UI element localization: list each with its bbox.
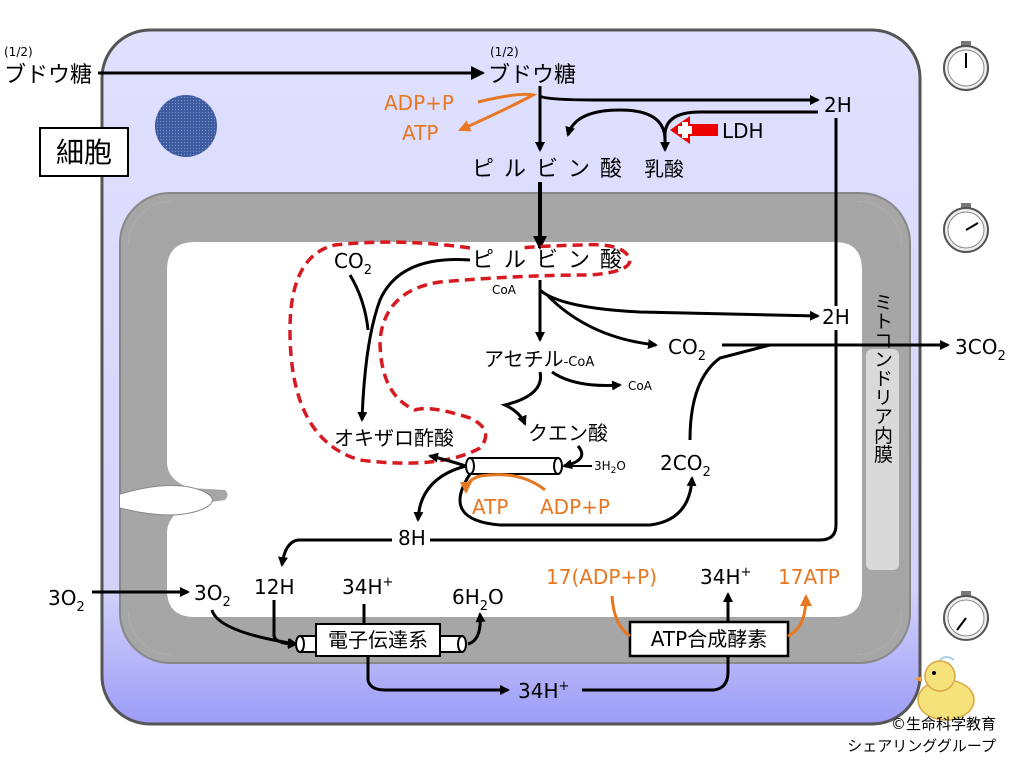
lactic-acid: 乳酸 <box>644 157 684 181</box>
arrow-etc-h2o <box>467 612 486 646</box>
glucose-top: ブドウ糖 <box>488 63 576 88</box>
membrane-label-box <box>866 349 899 570</box>
atp-2: ATP <box>472 495 508 519</box>
line-2h2-down <box>430 330 838 542</box>
ldh-inhibit-icon <box>670 116 718 144</box>
copyright-line-2: シェアリンググループ <box>847 737 996 755</box>
oxaloacetate: オキザロ酢酸 <box>334 426 454 450</box>
stopwatch-icon <box>943 41 989 91</box>
stopwatch-icon <box>943 203 989 253</box>
adp-p-2: ADP+P <box>540 495 610 519</box>
arrow-pyruvate-lactic <box>565 108 667 141</box>
h2o-in: 3H2O <box>594 459 626 476</box>
o2-left: 3O2 <box>48 586 85 615</box>
atp-17: 17ATP <box>778 565 840 589</box>
h2-mid: 2H <box>822 305 850 329</box>
arrow-17atp <box>787 594 812 638</box>
line-34h-synthase <box>582 656 730 692</box>
line-2co2-up <box>688 343 771 441</box>
arrow-glucose-2h <box>539 94 820 105</box>
atp-synthase-label: ATP合成酵素 <box>651 627 767 651</box>
pyruvate-1: ピルビン酸 <box>472 157 632 182</box>
arrow-etc-34h <box>366 656 510 695</box>
glucose-left: ブドウ糖 <box>4 63 92 88</box>
co2-top: CO2 <box>334 249 372 278</box>
arrow-cylinder-oxalo <box>428 452 467 468</box>
h12: 12H <box>254 575 295 599</box>
arrow-cylinder-2co2 <box>458 473 697 527</box>
crista-notch <box>120 485 213 515</box>
krebs-cylinder <box>465 457 563 475</box>
arrow-adp-atp-1 <box>458 92 538 132</box>
pyruvate-2: ピルビン酸 <box>472 248 632 273</box>
arrow-citric-to-cylinder <box>562 445 584 470</box>
h2-top: 2H <box>824 93 852 117</box>
glucose-left-fraction: (1/2) <box>4 45 33 59</box>
arrow-cylinder-8h <box>413 464 467 522</box>
cell-label: 細胞 <box>56 136 112 169</box>
line-co2-top <box>348 274 370 331</box>
mitochondrion-matrix <box>167 242 862 617</box>
acetyl-coa: アセチル-CoA <box>484 347 594 371</box>
ldh: LDH <box>722 119 764 143</box>
arrow-acetyl-coa <box>551 370 622 391</box>
chick-illustration <box>914 656 975 721</box>
atp-synthase-box <box>628 620 790 658</box>
arrow-pyruvate-co2-oxalo <box>357 258 471 422</box>
h34-3: 34H+ <box>518 679 569 703</box>
h34-2: 34H+ <box>700 565 751 589</box>
adp-p-1: ADP+P <box>384 91 454 115</box>
h8: 8H <box>398 526 426 550</box>
etc-box <box>315 623 441 657</box>
arrow-12h-etc <box>272 600 298 649</box>
coa-1: CoA <box>492 283 517 297</box>
arrow-17adp <box>610 595 631 638</box>
arrow-pyruvate-co2 <box>546 294 658 350</box>
krebs-cycle-loop <box>288 240 632 465</box>
o2-right: 3O2 <box>194 581 231 610</box>
etc-label: 電子伝達系 <box>328 628 428 652</box>
h2o-out: 6H2O <box>452 585 504 614</box>
co2-mid: CO2 <box>668 335 706 364</box>
h34-1: 34H+ <box>342 575 393 599</box>
co2-2: 2CO2 <box>660 451 711 480</box>
arrow-acetyl-citric <box>500 371 543 426</box>
arrow-8h-12h <box>278 538 392 567</box>
coa-2: CoA <box>628 379 653 393</box>
stopwatch-icon <box>943 591 989 641</box>
glucose-top-fraction: (1/2) <box>490 45 519 59</box>
cell-label-box <box>39 127 129 177</box>
adp-p-17: 17(ADP+P) <box>546 565 657 589</box>
citric-acid: クエン酸 <box>528 421 608 445</box>
membrane-label: ミトコンドリア内膜 <box>871 293 893 464</box>
arrow-adp-atp-2 <box>460 473 546 494</box>
atp-1: ATP <box>402 121 438 145</box>
nucleus <box>155 95 217 157</box>
arrow-pyruvate-2h <box>538 288 820 321</box>
copyright-line-1: ©生命科学教育 <box>891 715 996 733</box>
co2-out: 3CO2 <box>955 335 1006 364</box>
